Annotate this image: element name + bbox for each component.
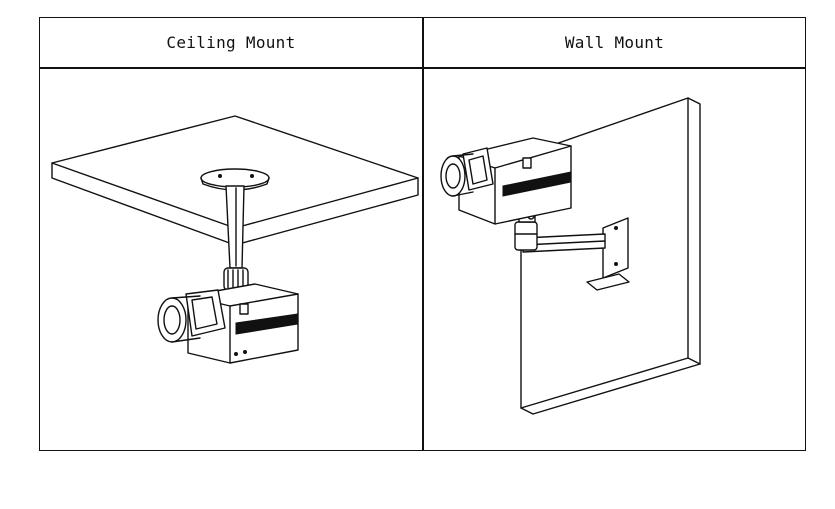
ceiling-mounted-box-camera-icon <box>51 115 419 364</box>
wall-mounted-box-camera-icon <box>440 97 701 415</box>
wall-mount-header: Wall Mount <box>564 33 665 52</box>
column-divider <box>422 18 424 450</box>
wall-mount-illustration <box>423 68 806 451</box>
ceiling-mount-header: Ceiling Mount <box>166 33 296 52</box>
ceiling-mount-illustration <box>40 68 422 451</box>
mount-options-table: Ceiling Mount Wall Mount <box>39 17 806 451</box>
header-divider <box>40 67 805 69</box>
